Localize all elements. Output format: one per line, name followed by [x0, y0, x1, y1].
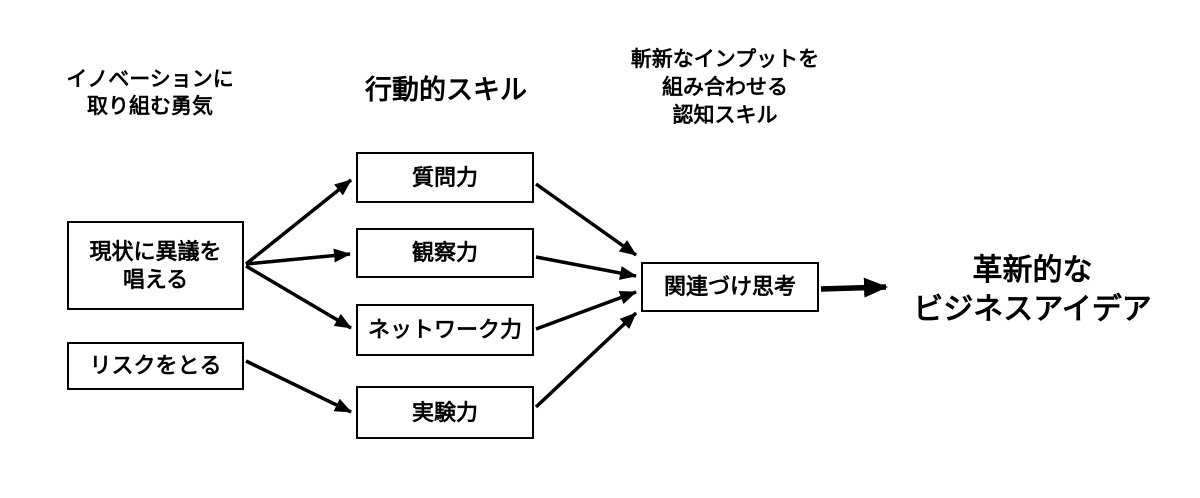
- node-associational-thinking: 関連づけ思考: [641, 262, 819, 312]
- edge-arrow-questioning-to-associating: [534, 182, 638, 257]
- node-take-risks: リスクをとる: [67, 342, 244, 390]
- edge-arrow-risk-to-experimenting: [245, 359, 352, 414]
- column-header-courage: イノベーションに 取り組む勇気: [66, 68, 234, 118]
- edge-arrow-observing-to-associating: [535, 255, 637, 280]
- node-experimenting-skill: 実験力: [356, 386, 534, 439]
- column-header-cognitive-skill: 斬新なインプットを 組み合わせる 認知スキル: [630, 48, 820, 127]
- edge-arrow-challenge-to-questioning: [244, 178, 353, 266]
- edge-arrow-associating-to-outcome: [820, 277, 888, 298]
- node-observing-skill: 観察力: [356, 228, 534, 278]
- node-networking-skill: ネットワーク力: [356, 304, 534, 356]
- edge-arrow-networking-to-associating: [535, 290, 637, 331]
- column-header-behavioral-skills: 行動的スキル: [365, 75, 527, 105]
- edge-arrow-challenge-to-observing: [245, 248, 351, 266]
- node-questioning-skill: 質問力: [356, 152, 534, 203]
- node-challenge-status-quo: 現状に異議を 唱える: [67, 221, 244, 310]
- outcome-innovative-business-idea: 革新的な ビジネスアイデア: [913, 254, 1152, 326]
- edge-arrow-challenge-to-networking: [245, 264, 352, 330]
- edge-arrow-experimenting-to-associating: [534, 311, 638, 409]
